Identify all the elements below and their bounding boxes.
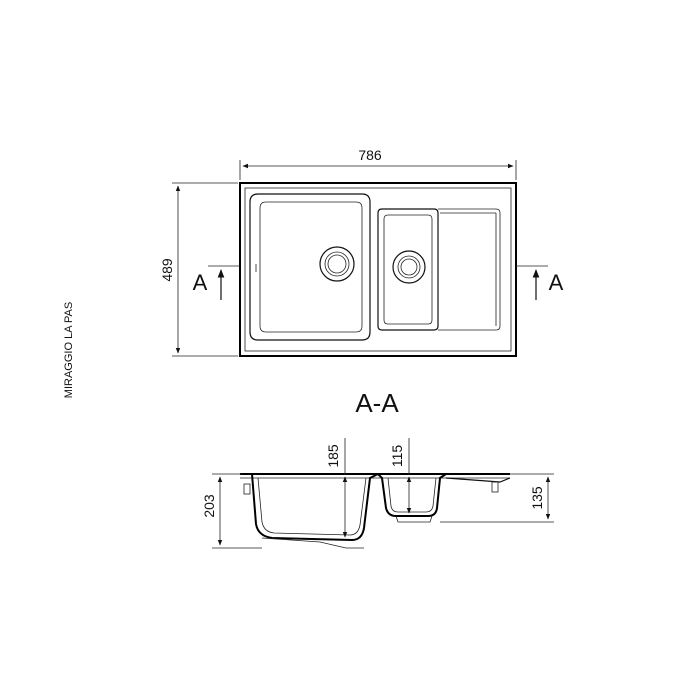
main-bowl	[249, 193, 371, 341]
section-mark-left: A	[193, 270, 208, 295]
main-bowl-depth-label: 185	[325, 444, 341, 468]
small-bowl-depth-label: 115	[389, 445, 405, 468]
small-bowl-profile	[377, 473, 447, 517]
section-title: A-A	[355, 388, 399, 418]
section-view: 203 185 115 135	[201, 438, 554, 549]
sink-outline	[239, 182, 517, 357]
width-dimension-label: 786	[358, 147, 382, 163]
section-mark-right: A	[549, 270, 564, 295]
small-drain-icon	[392, 250, 426, 284]
drainer-height-label: 135	[529, 486, 545, 510]
total-depth-label: 203	[201, 494, 217, 518]
model-label: MIRAGGIO LA PAS	[63, 302, 75, 398]
depth-dimension-label: 489	[159, 258, 175, 282]
drainer-board	[438, 208, 501, 331]
plan-view: 786 489 A	[159, 147, 564, 357]
drainer-profile	[445, 477, 511, 483]
small-bowl	[377, 208, 439, 331]
main-drain-icon	[319, 246, 355, 282]
main-bowl-profile	[244, 473, 379, 542]
